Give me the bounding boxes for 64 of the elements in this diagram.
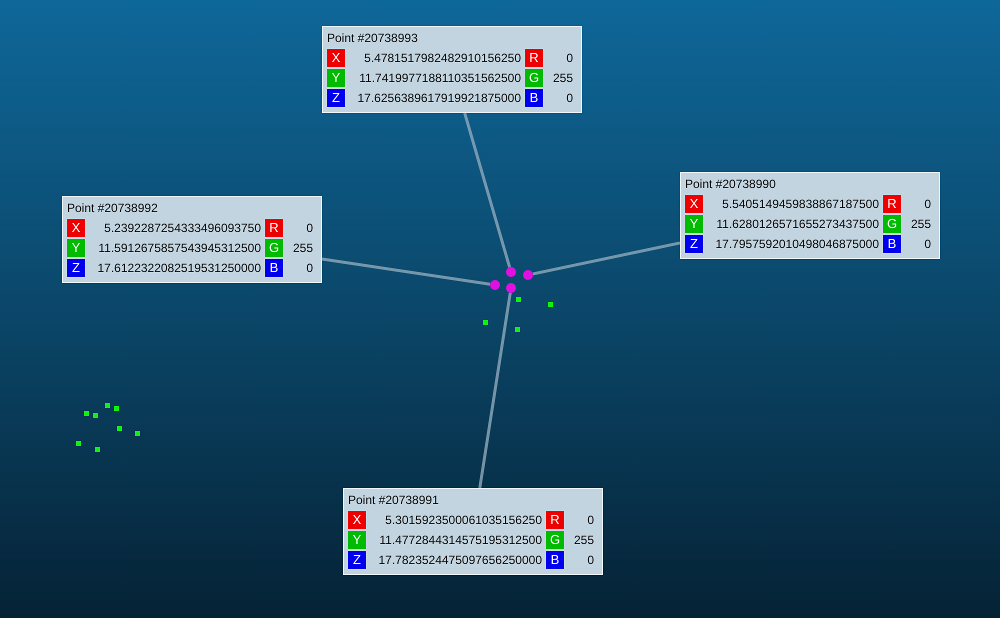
point-info-panel bbox=[322, 26, 582, 113]
color-channel-badge: B bbox=[525, 89, 543, 107]
point-id-label: Point #20738993 bbox=[327, 30, 418, 46]
color-channel-badge: B bbox=[883, 235, 901, 253]
point-marker bbox=[506, 283, 516, 293]
coordinate-value: 11.6280126571655273437500 bbox=[715, 217, 879, 231]
axis-badge: Z bbox=[327, 89, 345, 107]
coordinate-value: 17.6122322082519531250000 bbox=[96, 261, 261, 275]
color-channel-badge: G bbox=[265, 239, 283, 257]
axis-badge: Y bbox=[348, 531, 366, 549]
coordinate-value: 17.7823524475097656250000 bbox=[377, 553, 542, 567]
color-channel-badge: G bbox=[546, 531, 564, 549]
color-value: 0 bbox=[305, 221, 313, 235]
color-value: 0 bbox=[565, 51, 573, 65]
color-value: 255 bbox=[552, 71, 573, 85]
axis-badge: X bbox=[327, 49, 345, 67]
axis-badge: Y bbox=[685, 215, 703, 233]
color-channel-badge: R bbox=[525, 49, 543, 67]
leader-line bbox=[532, 241, 680, 276]
point-info-panel bbox=[62, 196, 322, 283]
color-channel-badge: B bbox=[546, 551, 564, 569]
point-info-panel bbox=[680, 172, 940, 259]
color-value: 255 bbox=[292, 241, 313, 255]
color-channel-badge: R bbox=[883, 195, 901, 213]
color-value: 0 bbox=[305, 261, 313, 275]
color-value: 0 bbox=[565, 91, 573, 105]
axis-badge: Y bbox=[67, 239, 85, 257]
color-value: 0 bbox=[923, 197, 931, 211]
point-id-label: Point #20738991 bbox=[348, 492, 439, 508]
color-channel-badge: G bbox=[883, 215, 901, 233]
point-id-label: Point #20738992 bbox=[67, 200, 158, 216]
leader-line bbox=[478, 292, 512, 488]
axis-badge: X bbox=[67, 219, 85, 237]
color-channel-badge: R bbox=[546, 511, 564, 529]
axis-badge: X bbox=[685, 195, 703, 213]
point-id-label: Point #20738990 bbox=[685, 176, 776, 192]
color-value: 255 bbox=[572, 533, 594, 547]
point-marker bbox=[506, 267, 516, 277]
coordinate-value: 11.5912675857543945312500 bbox=[97, 241, 261, 255]
color-value: 255 bbox=[910, 217, 931, 231]
axis-badge: Y bbox=[327, 69, 345, 87]
coordinate-value: 11.4772844314575195312500 bbox=[378, 533, 542, 547]
point-info-panel bbox=[343, 488, 603, 575]
color-value: 0 bbox=[586, 513, 594, 527]
coordinate-value: 17.7957592010498046875000 bbox=[714, 237, 879, 251]
color-channel-badge: G bbox=[525, 69, 543, 87]
color-value: 0 bbox=[923, 237, 931, 251]
axis-badge: Z bbox=[67, 259, 85, 277]
axis-badge: Z bbox=[348, 551, 366, 569]
color-channel-badge: B bbox=[265, 259, 283, 277]
axis-badge: Z bbox=[685, 235, 703, 253]
color-value: 0 bbox=[586, 553, 594, 567]
color-channel-badge: R bbox=[265, 219, 283, 237]
point-marker bbox=[523, 270, 533, 280]
leader-line bbox=[463, 112, 512, 268]
coordinate-value: 5.2392287254333496093750 bbox=[103, 221, 261, 235]
point-marker bbox=[490, 280, 500, 290]
axis-badge: X bbox=[348, 511, 366, 529]
coordinate-value: 17.6256389617919921875000 bbox=[356, 91, 521, 105]
coordinate-value: 5.3015923500061035156250 bbox=[384, 513, 542, 527]
coordinate-value: 11.7419977188110351562500 bbox=[358, 71, 521, 85]
coordinate-value: 5.4781517982482910156250 bbox=[363, 51, 521, 65]
leader-line bbox=[322, 258, 490, 286]
coordinate-value: 5.5405149459838867187500 bbox=[721, 197, 879, 211]
